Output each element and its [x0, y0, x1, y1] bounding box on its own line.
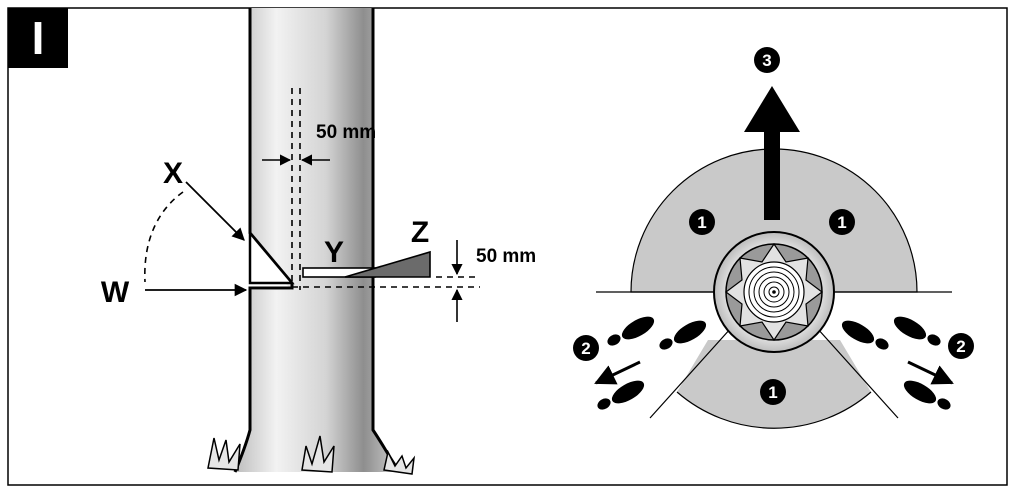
hinge-dimension — [262, 88, 330, 290]
felling-notch — [248, 229, 295, 285]
frame-border — [7, 7, 1008, 486]
svg-text:3: 3 — [762, 51, 771, 70]
label-x: X — [163, 157, 183, 190]
fall-direction-arrow — [744, 86, 800, 220]
svg-text:2: 2 — [581, 339, 590, 358]
svg-text:1: 1 — [768, 383, 777, 402]
svg-text:1: 1 — [697, 213, 706, 232]
felling-cut — [302, 250, 431, 278]
notch-angle-arc — [144, 191, 184, 283]
badge-zone-1-left: 1 — [689, 209, 715, 235]
panel-label-badge: I — [8, 8, 68, 68]
step-height-label: 50 mm — [476, 246, 536, 267]
svg-text:1: 1 — [837, 213, 846, 232]
label-w: W — [101, 276, 130, 309]
badge-zone-1-bottom: 1 — [760, 379, 786, 405]
svg-text:2: 2 — [956, 337, 965, 356]
badge-retreat-2-right: 2 — [948, 333, 974, 359]
retreat-arrow-left — [594, 360, 641, 385]
grass-tufts — [207, 435, 416, 475]
tree-trunk — [233, 8, 402, 473]
wedge — [344, 250, 431, 278]
badge-fall-direction-3: 3 — [754, 47, 780, 73]
panel-label: I — [32, 12, 45, 64]
arrow-x — [185, 181, 245, 241]
badge-retreat-2-left: 2 — [573, 335, 599, 361]
label-y: Y — [324, 236, 344, 269]
retreat-arrow-right — [907, 360, 954, 385]
footprints-left — [597, 316, 707, 410]
footprints-right — [841, 316, 951, 410]
stump-cross-section — [713, 231, 835, 353]
step-dimension — [292, 240, 480, 322]
label-z: Z — [411, 216, 429, 249]
badge-zone-1-right: 1 — [829, 209, 855, 235]
hinge-width-label: 50 mm — [316, 122, 376, 143]
